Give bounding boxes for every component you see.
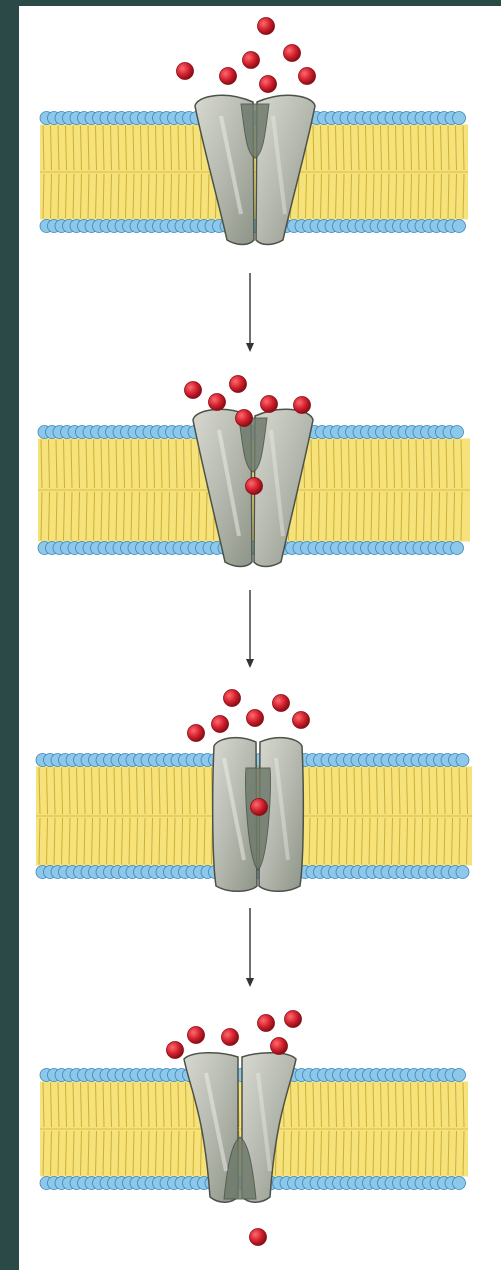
red-molecule-icon	[230, 376, 247, 393]
red-molecule-icon	[258, 1015, 275, 1032]
red-molecule-icon	[224, 690, 241, 707]
lipid-head	[453, 220, 466, 233]
red-molecule-icon	[285, 1011, 302, 1028]
bound-molecule-icon	[251, 799, 268, 816]
red-molecule-icon	[284, 45, 301, 62]
down-arrow-icon	[246, 273, 254, 352]
red-molecule-icon	[293, 712, 310, 729]
red-molecule-icon	[188, 725, 205, 742]
red-molecule-icon	[247, 710, 264, 727]
red-molecule-icon	[167, 1042, 184, 1059]
lipid-head	[451, 426, 464, 439]
red-molecule-icon	[294, 397, 311, 414]
red-molecule-icon	[188, 1027, 205, 1044]
down-arrow-icon	[246, 908, 254, 987]
red-molecule-icon	[273, 695, 290, 712]
red-molecule-icon	[260, 76, 277, 93]
bound-molecule-icon	[246, 478, 263, 495]
red-molecule-icon	[271, 1038, 288, 1055]
lipid-head	[456, 754, 469, 767]
red-molecule-icon	[177, 63, 194, 80]
lipid-head	[453, 112, 466, 125]
red-molecule-icon	[212, 716, 229, 733]
released-molecule-icon	[250, 1229, 267, 1246]
red-molecule-icon	[258, 18, 275, 35]
arrow-head	[246, 659, 254, 668]
arrow-head	[246, 978, 254, 987]
red-molecule-icon	[220, 68, 237, 85]
lipid-head	[453, 1069, 466, 1082]
red-molecule-icon	[243, 52, 260, 69]
red-molecule-icon	[209, 394, 226, 411]
red-molecule-icon	[185, 382, 202, 399]
red-molecule-icon	[299, 68, 316, 85]
arrow-head	[246, 343, 254, 352]
lipid-head	[456, 866, 469, 879]
red-molecule-icon	[236, 410, 253, 427]
red-molecule-icon	[222, 1029, 239, 1046]
lipid-head	[451, 542, 464, 555]
red-molecule-icon	[261, 396, 278, 413]
down-arrow-icon	[246, 590, 254, 668]
lipid-head	[453, 1177, 466, 1190]
